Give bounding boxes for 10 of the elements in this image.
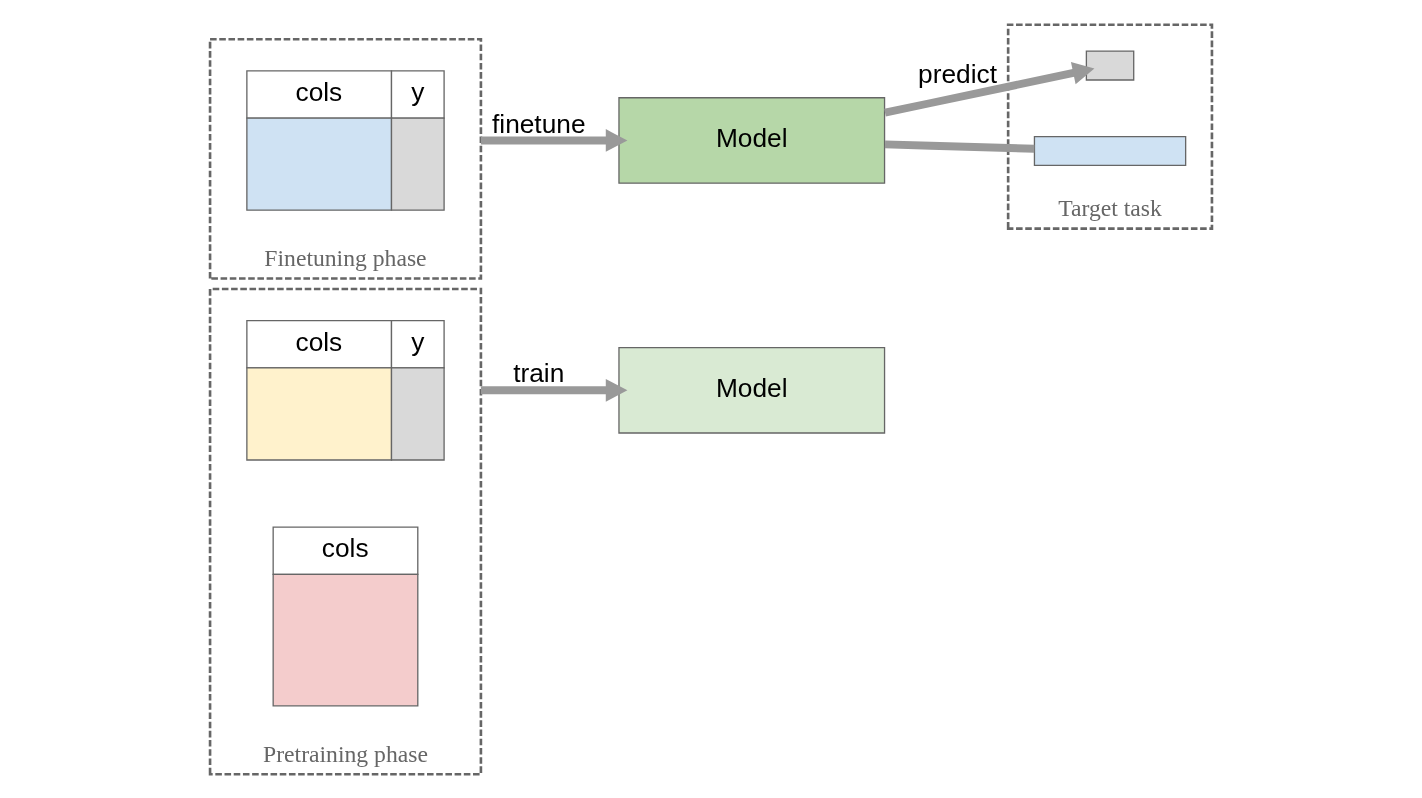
arrow bbox=[884, 61, 1095, 117]
node-box: Model bbox=[618, 96, 886, 184]
node-bar bbox=[1085, 49, 1135, 81]
edge-label: train bbox=[513, 357, 565, 388]
edge-label: finetune bbox=[491, 108, 586, 139]
connector bbox=[884, 139, 1035, 153]
cluster: Target task bbox=[1006, 22, 1214, 230]
edge-label: predict bbox=[918, 58, 997, 89]
node-bar bbox=[1033, 135, 1187, 166]
node-box: Model bbox=[618, 346, 886, 434]
